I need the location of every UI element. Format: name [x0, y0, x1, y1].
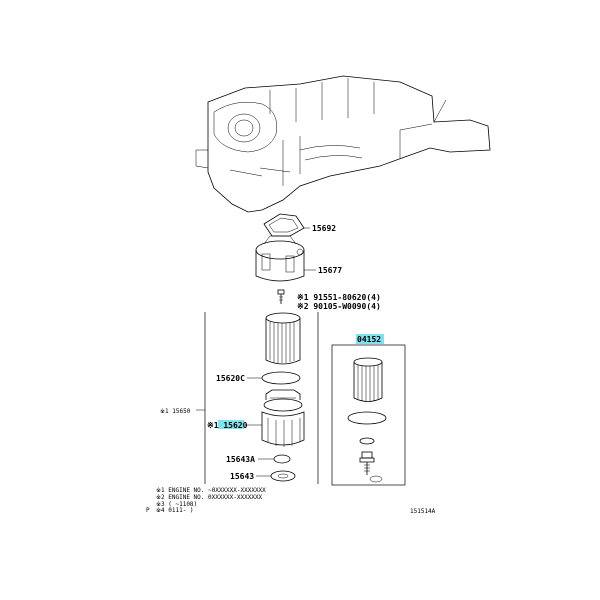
highlight-15620: [218, 420, 244, 429]
label-bolt-b: ※2 90105-W0090(4): [297, 302, 381, 311]
label-15650: ※1 15650: [160, 408, 191, 415]
engine-block-drawing: [195, 75, 491, 213]
highlight-04152: [356, 334, 384, 344]
note-line-4: ※4 0111- ): [156, 507, 194, 514]
washer-drawing: [270, 470, 296, 482]
filter-housing-drawing: [255, 235, 316, 282]
filter-cap-drawing: [261, 389, 305, 447]
kit-washer: [369, 475, 383, 483]
kit-box: [331, 344, 406, 486]
label-15677: 15677: [318, 266, 342, 275]
label-15692: 15692: [312, 224, 336, 233]
page-ref: P: [146, 507, 150, 514]
diagram-id: 151514A: [410, 508, 436, 515]
gasket-drawing: [263, 213, 310, 237]
o-ring-drawing: [261, 371, 301, 385]
kit-drain-plug: [359, 451, 375, 475]
label-15643: 15643: [230, 472, 254, 481]
label-15643A: 15643A: [226, 455, 255, 464]
label-15620C: 15620C: [216, 374, 245, 383]
label-15620: ※1 15620: [207, 421, 248, 430]
note-line-1: ※1 ENGINE NO. ~0XXXXXX-XXXXXXX: [156, 487, 266, 494]
label-bolt-a: ※1 91551-80620(4): [297, 293, 381, 302]
bolt-drawing: [277, 289, 285, 304]
kit-filter-element: [353, 357, 383, 402]
plug-drawing: [273, 454, 291, 464]
kit-o-ring: [347, 411, 387, 425]
kit-small-ring: [359, 437, 375, 445]
filter-element-left: [265, 312, 301, 365]
label-04152: 04152: [357, 335, 381, 344]
note-line-3: ※3 ( ~1108): [156, 501, 197, 508]
assembly-bracket: [196, 312, 319, 484]
note-line-2: ※2 ENGINE NO. 0XXXXXX-XXXXXXX: [156, 494, 263, 501]
